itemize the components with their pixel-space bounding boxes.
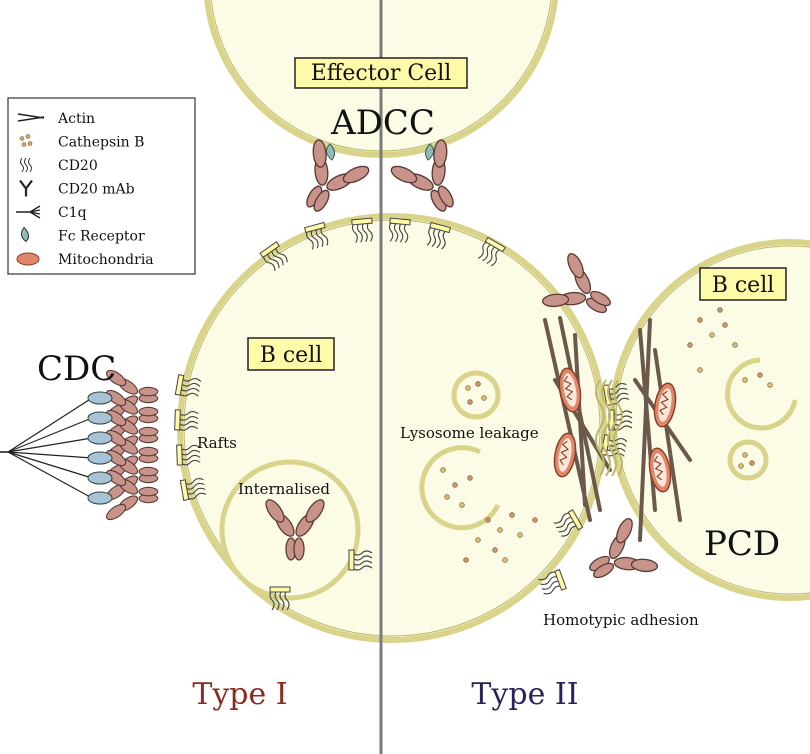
legend-item-label: C1q: [58, 205, 87, 221]
lysosome-ruptured: [419, 445, 501, 531]
legend-box: [7, 97, 196, 275]
b-cell-right-label-box: [699, 267, 787, 301]
right-lysosome-intact: [727, 439, 769, 481]
fc-receptor-icon: [20, 226, 30, 243]
pcd-label: PCD: [704, 524, 780, 564]
cathepsin-b-dot: [717, 307, 723, 313]
right-lysosome-ruptured: [725, 357, 798, 431]
type-i-label: Type I: [192, 677, 287, 712]
c1q-stalk: [7, 397, 93, 453]
b-cell-left-label-box: [247, 337, 335, 371]
junction-membrane: [607, 379, 617, 477]
cathepsin-b-dot: [697, 367, 703, 373]
cathepsin-b-dot: [440, 467, 446, 473]
actin-filament: [573, 333, 587, 507]
legend-item-label: Fc Receptor: [58, 229, 145, 245]
homotypic-adhesion-label: Homotypic adhesion: [543, 611, 699, 629]
legend-item-label: Mitochondria: [58, 252, 154, 268]
cathepsin-b-dot: [517, 532, 523, 538]
actin-filament: [653, 348, 682, 522]
cathepsin-b-dot: [738, 463, 744, 469]
c1q-head: [87, 411, 113, 425]
cathepsin-b-icon: [19, 134, 33, 147]
legend-item-label: CD20 mAb: [58, 182, 135, 198]
cathepsin-b-dot: [459, 502, 465, 508]
cathepsin-b-dot: [465, 385, 471, 391]
cathepsin-b-dot: [485, 517, 491, 523]
cathepsin-b-dot: [502, 557, 508, 563]
cathepsin-b-dot: [509, 512, 515, 518]
c1q-stalk: [7, 451, 93, 459]
adcc-label: ADCC: [330, 103, 435, 143]
cathepsin-b-dot: [475, 537, 481, 543]
rafts-label: Rafts: [197, 434, 237, 452]
effector-cell-label-box: [294, 57, 468, 89]
fc-receptor-right: [424, 143, 434, 161]
junction-membrane: [595, 379, 605, 477]
junction-membrane: [613, 379, 623, 477]
cathepsin-b-dot: [732, 342, 738, 348]
c1q-icon: [16, 205, 41, 219]
actin-icon: [17, 113, 45, 122]
cathepsin-b-dot: [742, 452, 748, 458]
cathepsin-b-dot: [467, 475, 473, 481]
legend-item-label: Cathepsin B: [58, 135, 144, 151]
junction-membrane: [601, 379, 611, 477]
c1q-stalk: [7, 451, 93, 499]
cathepsin-b-dot: [722, 322, 728, 328]
c1q-head: [87, 451, 113, 465]
cathepsin-b-dot: [492, 547, 498, 553]
cathepsin-b-dot: [463, 557, 469, 563]
fc-receptor-left: [326, 143, 336, 161]
cathepsin-b-dot: [532, 517, 538, 523]
cathepsin-b-dot: [742, 377, 748, 383]
actin-filament: [638, 318, 652, 542]
legend-item-label: CD20: [58, 158, 98, 174]
cathepsin-b-dot: [452, 482, 458, 488]
cathepsin-b-dot: [697, 317, 703, 323]
c1q-head: [87, 471, 113, 485]
legend-item-label: Actin: [57, 111, 95, 127]
cd20-icon: [20, 157, 32, 173]
c1q-stalk: [7, 417, 93, 453]
type-ii-label: Type II: [471, 677, 578, 712]
cathepsin-b-dot: [767, 382, 773, 388]
b-cell-left-label: B cell: [260, 343, 323, 368]
cdc-label: CDC: [37, 349, 116, 389]
effector-cell-label: Effector Cell: [311, 61, 452, 86]
cathepsin-b-dot: [497, 527, 503, 533]
cd20-mab-icon: [19, 179, 33, 197]
cathepsin-b-dot: [475, 381, 481, 387]
c1q-head: [87, 431, 113, 445]
cathepsin-b-dot: [757, 372, 763, 378]
cathepsin-b-dot: [749, 460, 755, 466]
cathepsin-b-dot: [444, 494, 450, 500]
c1q-stalk: [7, 437, 93, 453]
cathepsin-b-dot: [687, 342, 693, 348]
b-cell-right-label: B cell: [712, 273, 775, 298]
mitochondria-icon: [16, 252, 40, 266]
c1q-stalk: [7, 451, 93, 479]
cathepsin-b-dot: [481, 395, 487, 401]
c1q-head: [87, 491, 113, 505]
cathepsin-b-dot: [467, 399, 473, 405]
lysosome-intact: [451, 370, 501, 420]
c1q-head: [87, 391, 113, 405]
cathepsin-b-dot: [709, 332, 715, 338]
internalised-label: Internalised: [238, 480, 330, 498]
lysosome-leakage-label: Lysosome leakage: [400, 424, 539, 442]
